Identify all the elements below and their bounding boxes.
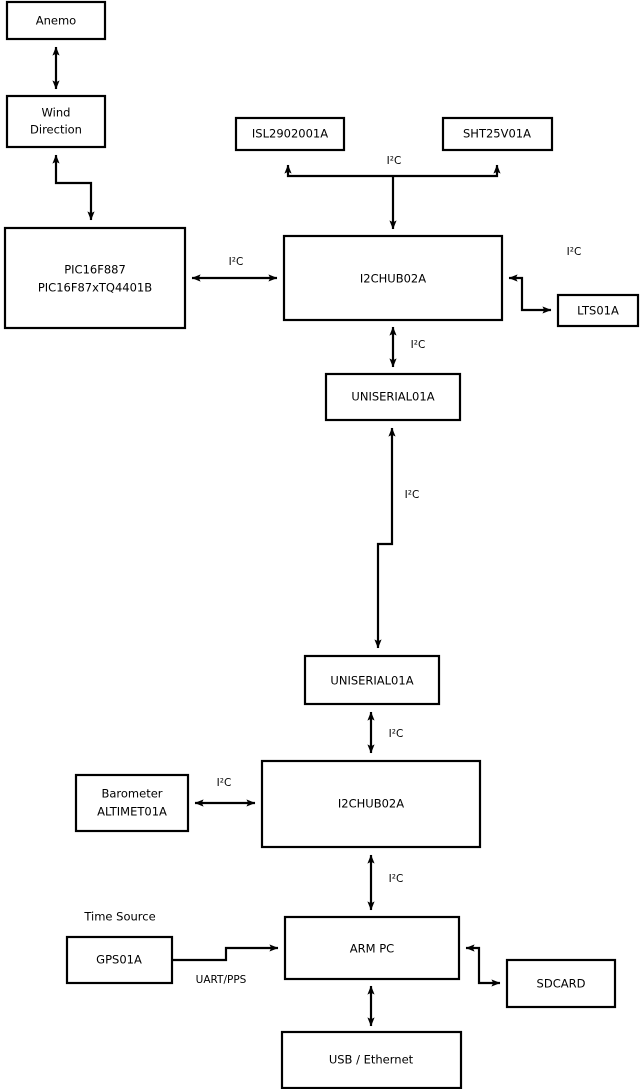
node-sht25v01a-box[interactable] bbox=[441, 116, 554, 152]
node-gps01a-label: GPS01A bbox=[96, 953, 142, 967]
edge-label-uniserial-link: I²C bbox=[405, 489, 420, 501]
node-isl2902001a[interactable]: ISL2902001A bbox=[234, 116, 346, 152]
node-wind-direction-box[interactable] bbox=[5, 94, 107, 149]
node-anemo-box[interactable] bbox=[5, 0, 107, 41]
edge-hubbot-armpc: I²C bbox=[367, 854, 404, 911]
node-pic-label-line2: PIC16F87xTQ4401B bbox=[38, 281, 152, 295]
node-uniserial01a-bottom[interactable]: UNISERIAL01A bbox=[303, 654, 441, 706]
node-barometer[interactable]: Barometer ALTIMET01A bbox=[74, 773, 190, 833]
node-usb-ethernet-label: USB / Ethernet bbox=[329, 1053, 414, 1067]
edge-armpc-sdcard-line bbox=[465, 944, 501, 987]
node-wind-direction[interactable]: Wind Direction bbox=[5, 94, 107, 149]
edge-label-hub-armpc: I²C bbox=[389, 873, 404, 885]
edge-gps-armpc: UART/PPS bbox=[172, 944, 279, 986]
edge-wind-pic-line bbox=[52, 154, 95, 221]
node-gps01a[interactable]: GPS01A bbox=[65, 935, 174, 985]
node-i2chub02a-top[interactable]: I2CHUB02A bbox=[282, 234, 504, 322]
node-arm-pc-label: ARM PC bbox=[350, 942, 394, 956]
edge-armpc-sdcard bbox=[465, 944, 501, 987]
node-barometer-label-line2: ALTIMET01A bbox=[97, 805, 167, 819]
node-anemo-label: Anemo bbox=[36, 14, 76, 28]
edge-sensors-hubtop: I²C bbox=[284, 155, 501, 230]
node-i2chub02a-top-label: I2CHUB02A bbox=[360, 272, 426, 286]
node-i2chub02a-bottom-box[interactable] bbox=[260, 759, 482, 849]
node-arm-pc-box[interactable] bbox=[283, 915, 461, 981]
edge-uniserial-link: I²C bbox=[374, 427, 420, 649]
node-barometer-label-line1: Barometer bbox=[101, 787, 162, 801]
edge-label-barometer-hub: I²C bbox=[217, 777, 232, 789]
node-sdcard[interactable]: SDCARD bbox=[505, 958, 617, 1009]
node-pic[interactable]: PIC16F887 PIC16F87xTQ4401B bbox=[3, 226, 187, 330]
edge-hubtop-lts-line bbox=[508, 274, 552, 314]
edge-label-hub-lts: I²C bbox=[567, 246, 582, 258]
node-pic-box[interactable] bbox=[3, 226, 187, 330]
node-i2chub02a-bottom-label: I2CHUB02A bbox=[338, 797, 404, 811]
edge-hubtop-uniserialtop: I²C bbox=[389, 326, 426, 368]
node-wind-direction-label-line2: Direction bbox=[30, 123, 82, 137]
label-time-source: Time Source bbox=[83, 910, 155, 924]
node-usb-ethernet[interactable]: USB / Ethernet bbox=[280, 1030, 463, 1089]
node-usb-ethernet-box[interactable] bbox=[280, 1030, 463, 1089]
node-arm-pc[interactable]: ARM PC bbox=[283, 915, 461, 981]
node-lts01a[interactable]: LTS01A bbox=[556, 293, 640, 328]
node-isl2902001a-box[interactable] bbox=[234, 116, 346, 152]
node-wind-direction-label-line1: Wind bbox=[42, 106, 71, 120]
node-i2chub02a-top-box[interactable] bbox=[282, 234, 504, 322]
node-sht25v01a-label: SHT25V01A bbox=[463, 127, 531, 141]
node-uniserial01a-top[interactable]: UNISERIAL01A bbox=[324, 372, 462, 422]
edge-label-uniserial-hub-bot: I²C bbox=[389, 728, 404, 740]
node-lts01a-box[interactable] bbox=[556, 293, 640, 328]
edge-gps-armpc-line bbox=[172, 944, 279, 962]
node-pic-label-line1: PIC16F887 bbox=[64, 263, 126, 277]
node-i2chub02a-bottom[interactable]: I2CHUB02A bbox=[260, 759, 482, 849]
edge-wind-pic bbox=[52, 154, 95, 221]
node-sht25v01a[interactable]: SHT25V01A bbox=[441, 116, 554, 152]
edge-hubtop-lts: I²C bbox=[508, 246, 582, 314]
edge-pic-hubtop: I²C bbox=[191, 256, 278, 282]
node-lts01a-label: LTS01A bbox=[577, 304, 619, 318]
node-isl2902001a-label: ISL2902001A bbox=[252, 127, 328, 141]
edge-label-gps-armpc: UART/PPS bbox=[196, 974, 247, 986]
edge-label-sensors-hub: I²C bbox=[387, 155, 402, 167]
node-uniserial01a-top-box[interactable] bbox=[324, 372, 462, 422]
node-gps01a-box[interactable] bbox=[65, 935, 174, 985]
node-anemo[interactable]: Anemo bbox=[5, 0, 107, 41]
node-uniserial01a-top-label: UNISERIAL01A bbox=[351, 390, 434, 404]
edge-label-hub-uniserial-top: I²C bbox=[411, 339, 426, 351]
node-sdcard-label: SDCARD bbox=[537, 977, 586, 991]
node-uniserial01a-bottom-box[interactable] bbox=[303, 654, 441, 706]
edge-barometer-hubbot: I²C bbox=[194, 777, 256, 807]
node-sdcard-box[interactable] bbox=[505, 958, 617, 1009]
node-uniserial01a-bottom-label: UNISERIAL01A bbox=[330, 674, 413, 688]
edge-uniserialbot-hubbot: I²C bbox=[367, 711, 404, 754]
edge-label-pic-hub: I²C bbox=[229, 256, 244, 268]
edge-uniserial-link-line bbox=[374, 427, 396, 649]
node-barometer-box[interactable] bbox=[74, 773, 190, 833]
